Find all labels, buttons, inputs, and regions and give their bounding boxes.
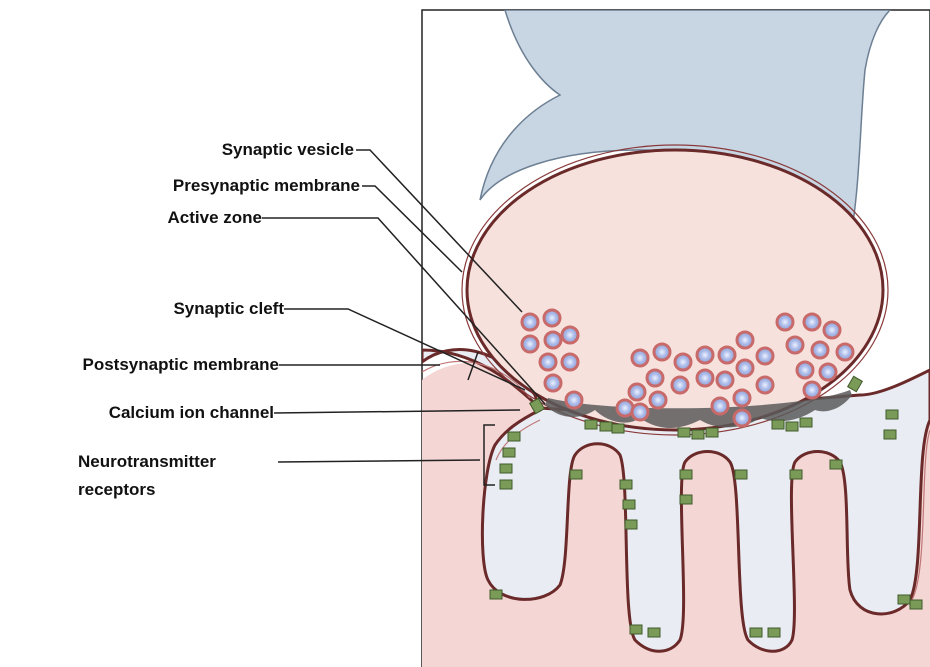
receptor (500, 464, 512, 473)
label-calcium-ion-channel: Calcium ion channel (109, 403, 274, 423)
synaptic-vesicle (545, 375, 561, 391)
label-synaptic-vesicle: Synaptic vesicle (222, 140, 354, 160)
receptor (786, 422, 798, 431)
synaptic-vesicle (787, 337, 803, 353)
synaptic-vesicle (650, 392, 666, 408)
receptor (898, 595, 910, 604)
synaptic-vesicle (545, 332, 561, 348)
receptor (680, 495, 692, 504)
synaptic-vesicle (777, 314, 793, 330)
synaptic-vesicle (629, 384, 645, 400)
synaptic-vesicle (804, 382, 820, 398)
label-neurotransmitter-receptors-line2: receptors (78, 480, 155, 500)
receptor (750, 628, 762, 637)
synaptic-vesicle (654, 344, 670, 360)
receptor (886, 410, 898, 419)
receptor (600, 422, 612, 431)
label-presynaptic-membrane: Presynaptic membrane (173, 176, 360, 196)
receptor (570, 470, 582, 479)
receptor (772, 420, 784, 429)
label-neurotransmitter-receptors-line1: Neurotransmitter (78, 452, 216, 472)
label-synaptic-cleft: Synaptic cleft (173, 299, 284, 319)
synaptic-vesicle (734, 390, 750, 406)
label-active-zone: Active zone (168, 208, 262, 228)
synaptic-vesicle (632, 404, 648, 420)
receptor (884, 430, 896, 439)
receptor (735, 470, 747, 479)
synaptic-vesicle (544, 310, 560, 326)
receptor (508, 432, 520, 441)
receptor (625, 520, 637, 529)
synaptic-vesicle (697, 347, 713, 363)
synaptic-vesicle (712, 398, 728, 414)
receptor (630, 625, 642, 634)
synaptic-vesicle (540, 354, 556, 370)
synaptic-vesicle (804, 314, 820, 330)
synaptic-vesicle (837, 344, 853, 360)
synaptic-vesicle (757, 348, 773, 364)
synaptic-vesicle (562, 327, 578, 343)
synaptic-vesicle (717, 372, 733, 388)
receptor (500, 480, 512, 489)
receptor (623, 500, 635, 509)
synaptic-vesicle (522, 336, 538, 352)
receptor (800, 418, 812, 427)
synaptic-vesicle (632, 350, 648, 366)
receptor (612, 424, 624, 433)
receptor (620, 480, 632, 489)
synaptic-vesicle (617, 400, 633, 416)
receptor (680, 470, 692, 479)
label-postsynaptic-membrane: Postsynaptic membrane (82, 355, 279, 375)
receptor (706, 428, 718, 437)
synaptic-vesicle (812, 342, 828, 358)
synaptic-vesicle (647, 370, 663, 386)
synaptic-vesicle (797, 362, 813, 378)
synaptic-vesicle (757, 377, 773, 393)
synaptic-vesicle (522, 314, 538, 330)
synaptic-vesicle (820, 364, 836, 380)
receptor (503, 448, 515, 457)
receptor (648, 628, 660, 637)
synaptic-vesicle (734, 410, 750, 426)
synaptic-vesicle (737, 360, 753, 376)
receptor (678, 428, 690, 437)
synaptic-vesicle (675, 354, 691, 370)
receptor (790, 470, 802, 479)
receptor (910, 600, 922, 609)
receptor (490, 590, 502, 599)
synaptic-vesicle (737, 332, 753, 348)
receptor (830, 460, 842, 469)
synaptic-vesicle (562, 354, 578, 370)
synaptic-vesicle (566, 392, 582, 408)
receptor (768, 628, 780, 637)
receptor (585, 420, 597, 429)
synaptic-vesicle (824, 322, 840, 338)
receptor (692, 430, 704, 439)
synaptic-vesicle (719, 347, 735, 363)
synaptic-vesicle (672, 377, 688, 393)
synaptic-vesicle (697, 370, 713, 386)
